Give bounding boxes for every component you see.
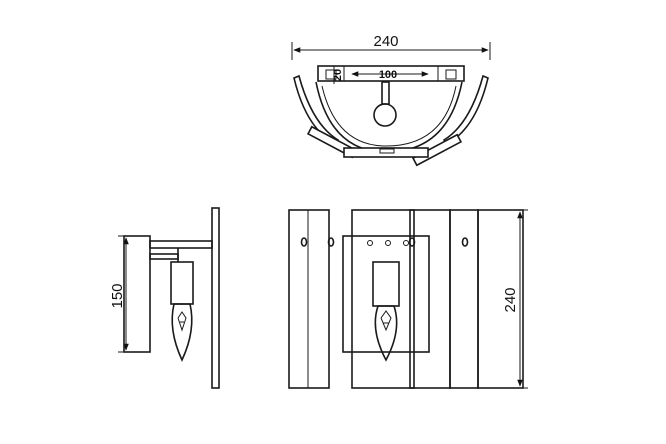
- front-socket: [372, 261, 400, 307]
- glass-panel-right-curved: [442, 74, 489, 146]
- front-panel-outer-right: [449, 209, 479, 389]
- top-inner-label: 100: [379, 69, 397, 81]
- top-arm: [381, 81, 390, 105]
- side-bulb: [171, 303, 193, 362]
- front-panel-center: [351, 209, 415, 389]
- front-panel-left-screw-2: [327, 237, 335, 247]
- front-panel-outer-left: [288, 209, 330, 389]
- front-panel-left-screw: [300, 237, 308, 247]
- wall-plate: [317, 65, 465, 82]
- front-panel-side-right: [477, 209, 524, 389]
- front-plate-hole-2: [385, 240, 391, 246]
- top-view: 240 100 20: [291, 33, 491, 167]
- side-bulb-filament: [177, 311, 187, 332]
- front-bulb: [374, 305, 398, 362]
- side-arm-top: [149, 240, 213, 249]
- side-socket: [170, 261, 194, 305]
- top-socket: [373, 103, 397, 127]
- shade-bowl-inner: [321, 85, 457, 147]
- front-back-plate: [342, 235, 430, 353]
- side-arm-bracket: [149, 253, 179, 260]
- side-height-label: 150: [109, 283, 126, 308]
- top-width-label: 240: [373, 33, 398, 50]
- side-view: 150: [109, 207, 220, 389]
- front-panel-clip: [379, 148, 395, 154]
- front-plate-hole-3: [403, 240, 409, 246]
- side-wall-plate: [211, 207, 220, 389]
- front-view: 240: [288, 209, 528, 389]
- front-height-label: 240: [502, 287, 519, 312]
- front-plate-hole-1: [367, 240, 373, 246]
- front-bulb-filament: [380, 310, 392, 332]
- side-glass-panel: [123, 235, 151, 353]
- plate-screw-right: [445, 69, 457, 80]
- front-panel-right-screw: [461, 237, 469, 247]
- top-depth-label: 20: [332, 69, 344, 81]
- plate-screw-left: [325, 69, 337, 80]
